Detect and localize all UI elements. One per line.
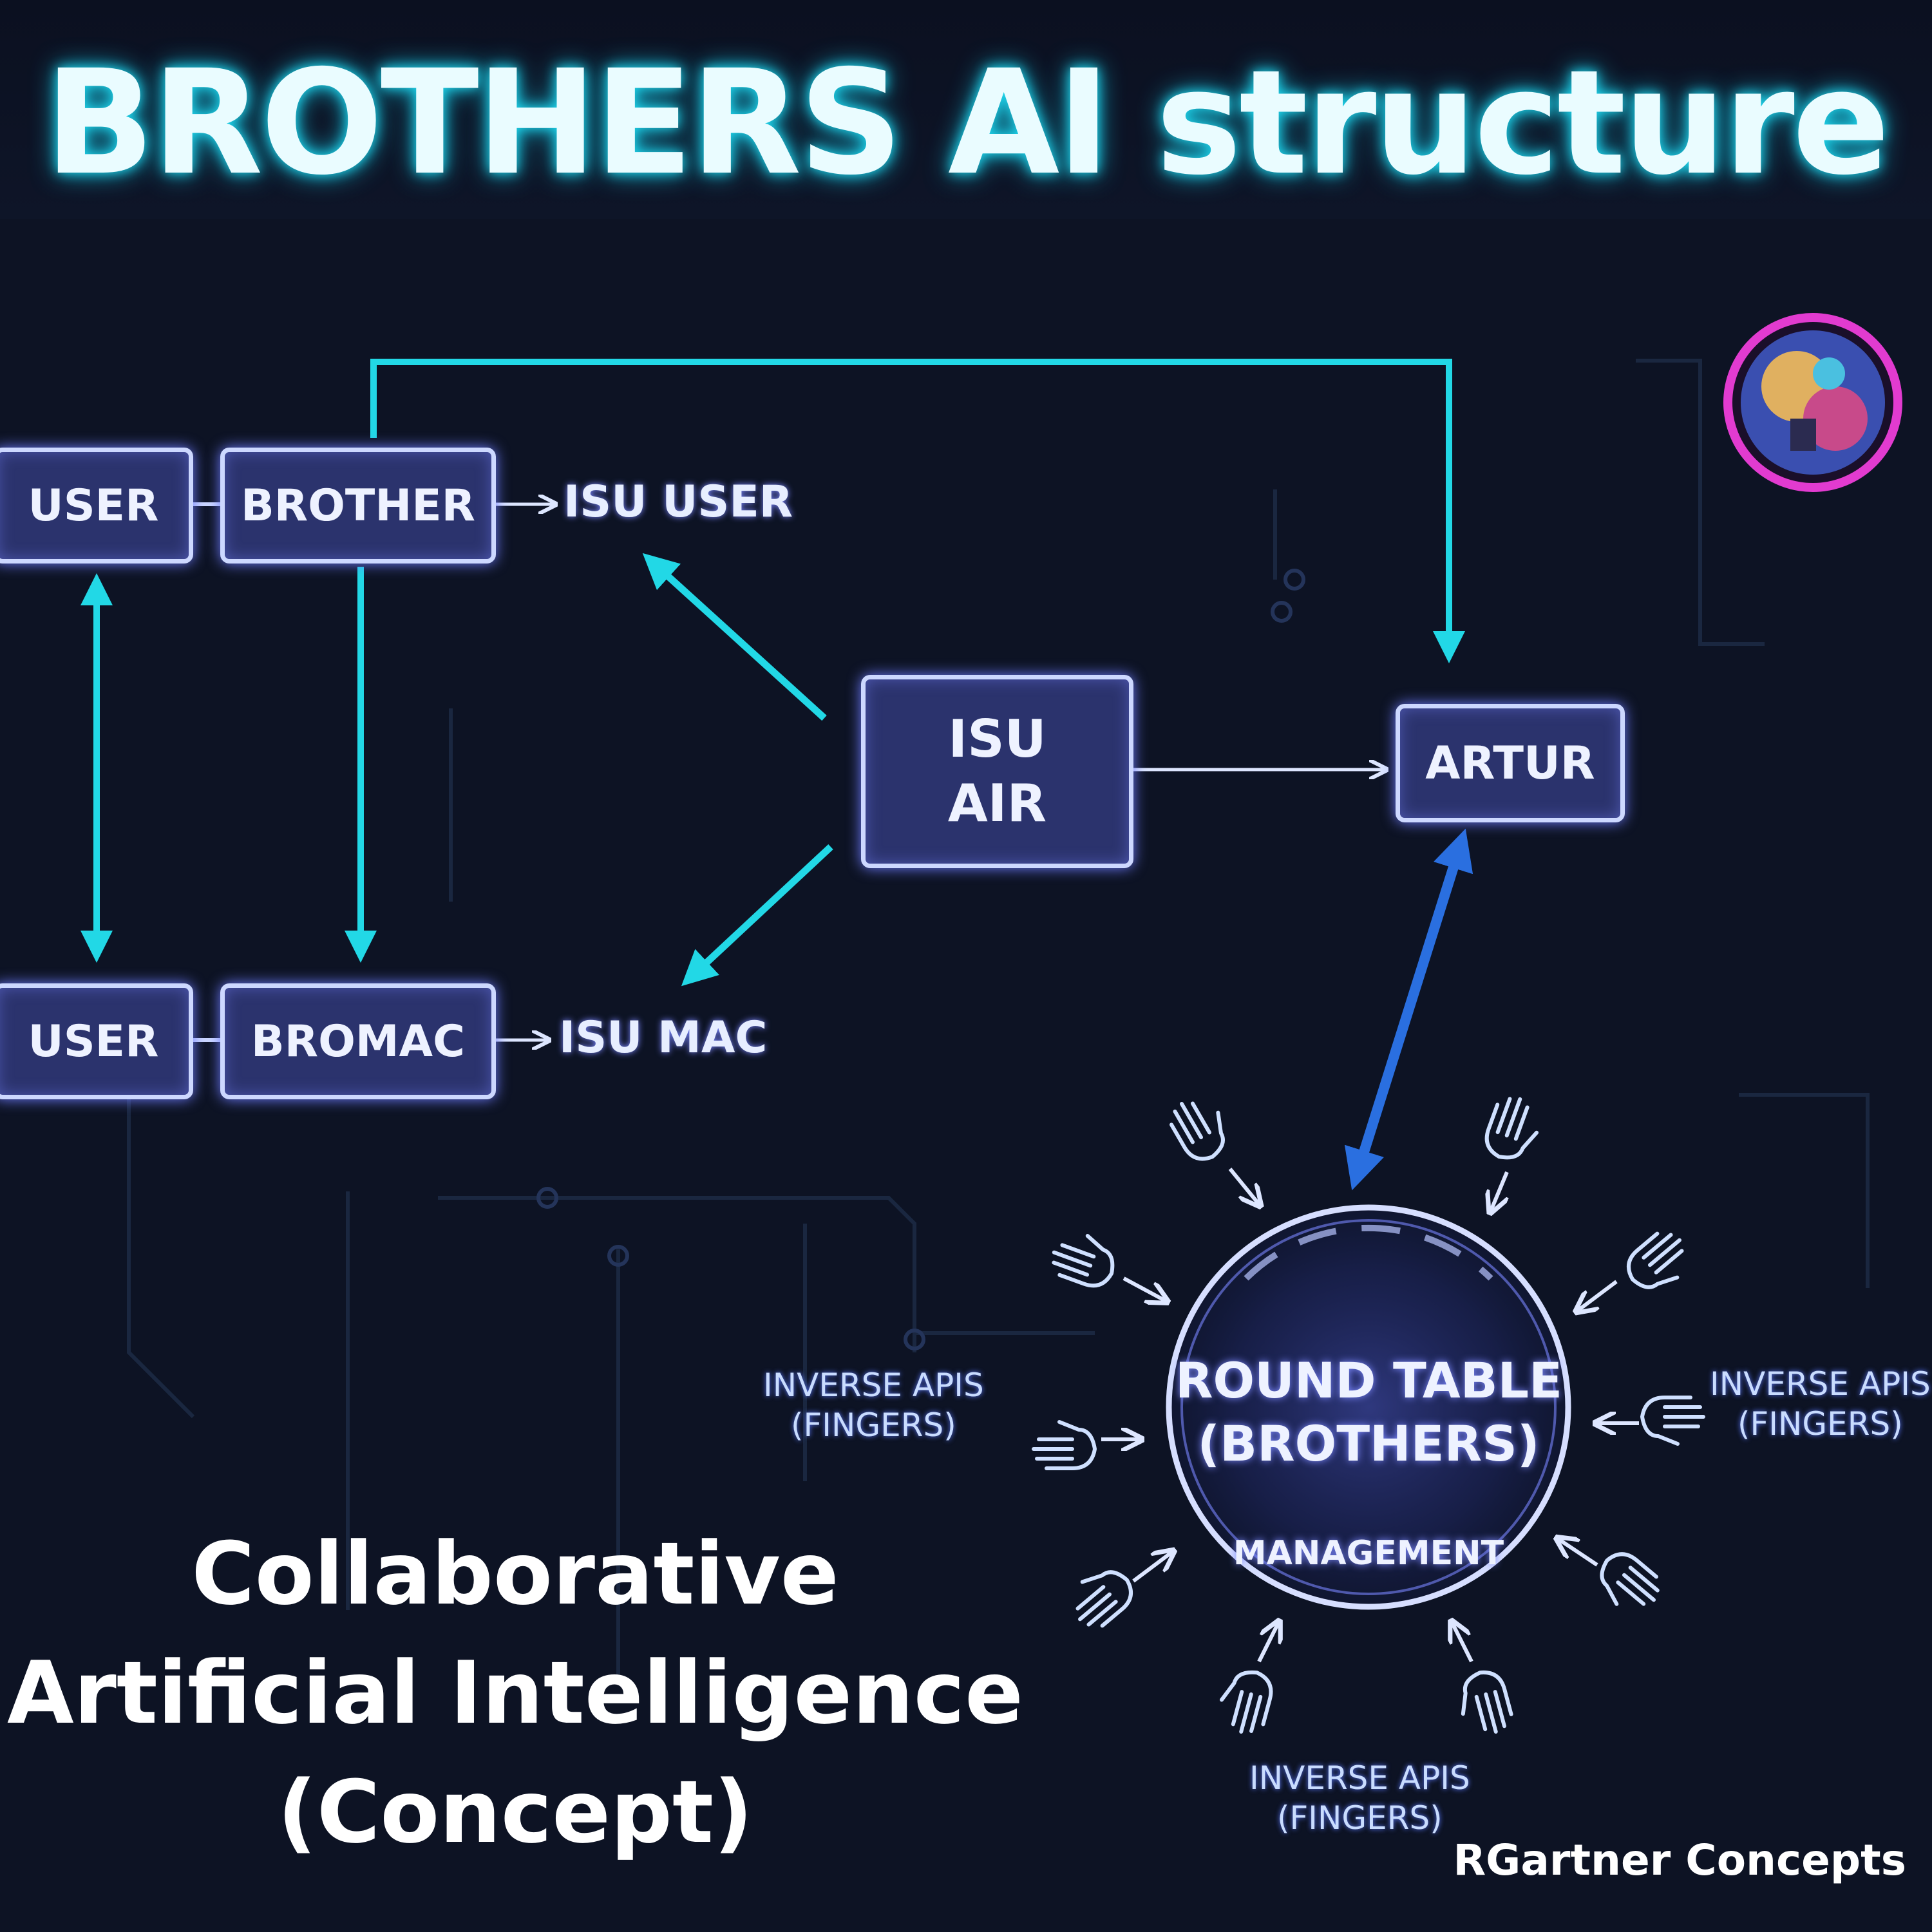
subtitle-line3: (Concept) — [277, 1762, 753, 1862]
hand-icon — [1052, 1233, 1115, 1288]
page-title: BROTHERS AI structure — [44, 39, 1889, 207]
hand-icon — [1220, 1670, 1273, 1734]
inverse-apis-left: INVERSE APIS (FINGERS) — [763, 1365, 984, 1445]
circuit-background — [127, 359, 1870, 1674]
node-isu-mac: ISU MAC — [559, 1012, 768, 1063]
node-user-top[interactable]: USER — [0, 448, 193, 564]
hand-icon — [1461, 1670, 1513, 1734]
subtitle-block: Collaborative Artificial Intelligence (C… — [0, 1515, 1030, 1872]
inverse-apis-bottom-line1: INVERSE APIS — [1249, 1759, 1470, 1797]
inverse-apis-bottom-line2: (FINGERS) — [1277, 1799, 1443, 1837]
connector-brother-to-artur — [370, 359, 1465, 663]
hand-icon — [1600, 1552, 1660, 1606]
round-table-caption: MANAGEMENT — [1233, 1534, 1504, 1573]
hand-icon — [1640, 1396, 1705, 1446]
node-artur-label: ARTUR — [1425, 737, 1595, 790]
hand-icon — [1075, 1570, 1133, 1628]
inverse-apis-bottom: INVERSE APIS (FINGERS) — [1249, 1758, 1470, 1838]
credit-label: RGartner Concepts — [1453, 1835, 1906, 1885]
node-isu-air-line2: AIR — [947, 773, 1047, 833]
connector-isuair-to-isuuser — [642, 553, 827, 721]
node-user-top-label: USER — [28, 480, 159, 531]
hand-icon — [1484, 1097, 1539, 1160]
hand-icon — [1627, 1231, 1684, 1289]
connector-artur-to-roundtable — [1344, 828, 1473, 1191]
connector-isuair-to-isumac — [681, 844, 833, 987]
round-table-line2: (BROTHERS) — [1197, 1415, 1540, 1472]
inverse-apis-left-line1: INVERSE APIS — [763, 1367, 984, 1404]
node-artur[interactable]: ARTUR — [1396, 704, 1625, 822]
round-table-line1: ROUND TABLE — [1175, 1352, 1563, 1409]
hand-icon — [1170, 1101, 1225, 1161]
node-bromac-label: BROMAC — [251, 1016, 466, 1067]
subtitle-line1: Collaborative — [191, 1524, 839, 1624]
node-user-bottom[interactable]: USER — [0, 983, 193, 1099]
title-band — [0, 0, 1932, 219]
node-isu-user: ISU USER — [564, 477, 793, 527]
inverse-apis-left-line2: (FINGERS) — [791, 1406, 956, 1444]
node-isu-air[interactable]: ISU AIR — [861, 675, 1133, 868]
inverse-apis-right-line2: (FINGERS) — [1738, 1405, 1903, 1443]
node-brother-label: BROTHER — [240, 480, 476, 531]
circuit-nodes — [536, 569, 1305, 1350]
node-bromac[interactable]: BROMAC — [220, 983, 496, 1099]
inverse-apis-right: INVERSE APIS (FINGERS) — [1710, 1364, 1931, 1444]
node-isu-air-line1: ISU — [948, 709, 1046, 769]
finger-arrows — [1101, 1168, 1639, 1663]
inverse-apis-right-line1: INVERSE APIS — [1710, 1365, 1931, 1403]
logo-avatar-icon — [1723, 313, 1902, 492]
node-brother[interactable]: BROTHER — [220, 448, 496, 564]
hand-icons — [1032, 1097, 1705, 1734]
node-user-bottom-label: USER — [28, 1016, 159, 1067]
round-table-title: ROUND TABLE (BROTHERS) — [1175, 1349, 1562, 1475]
round-table-circle — [1166, 1204, 1571, 1610]
hand-icon — [1032, 1420, 1097, 1470]
subtitle-line2: Artificial Intelligence — [7, 1643, 1023, 1743]
